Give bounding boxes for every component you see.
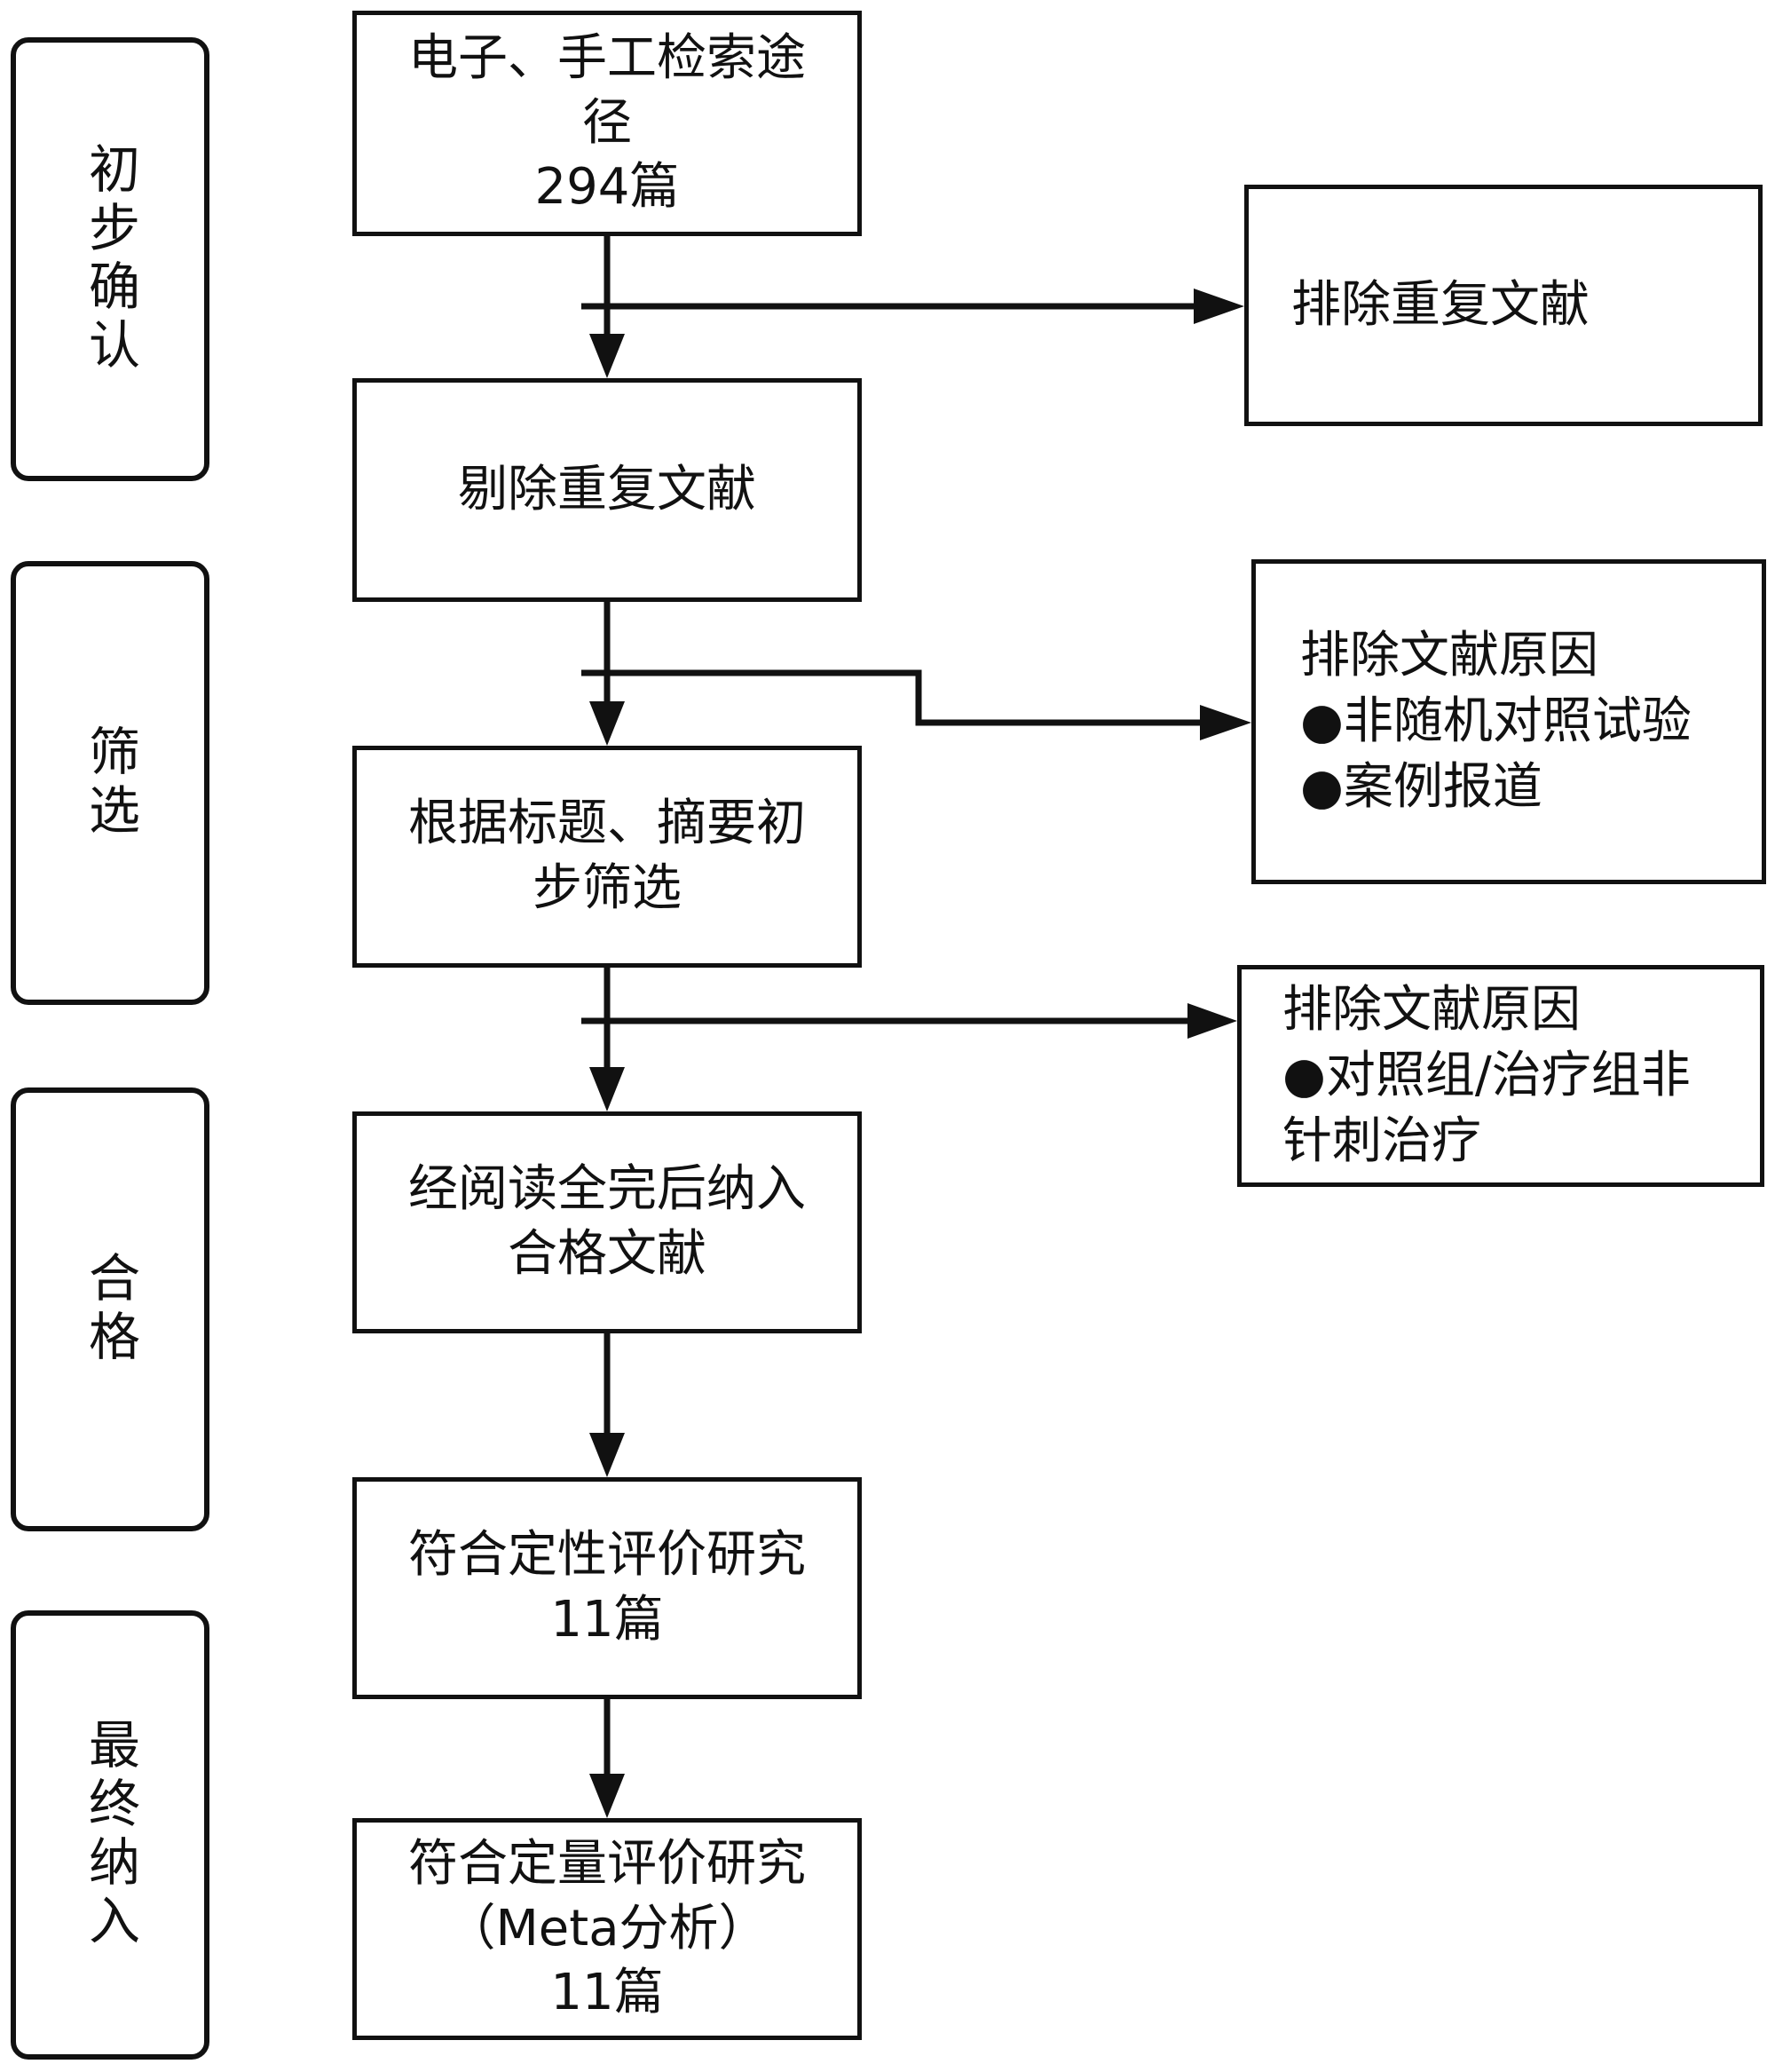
box-excluded-fulltext-reasons: 排除文献原因 ●对照组/治疗组非 针刺治疗 xyxy=(1237,965,1764,1187)
text-line: 11篇 xyxy=(550,1964,664,2022)
text-line: 294篇 xyxy=(534,158,680,217)
box-excluded-screening-reasons: 排除文献原因 ●非随机对照试验 ●案例报道 xyxy=(1251,559,1766,884)
text-line: 排除文献原因 xyxy=(1282,981,1581,1040)
text-line: 电子、手工检索途 xyxy=(408,28,806,87)
text-line: 合格文献 xyxy=(508,1225,706,1283)
text-line: ●对照组/治疗组非 xyxy=(1282,1047,1691,1105)
arrowhead-b6 xyxy=(589,1774,625,1818)
text-line: 经阅读全完后纳入 xyxy=(408,1160,806,1219)
text-line: 根据标题、摘要初 xyxy=(408,795,806,853)
box-full-text-eligible: 经阅读全完后纳入 合格文献 xyxy=(352,1111,862,1333)
arrowhead-e1 xyxy=(1194,289,1244,324)
stage-final-included: 最终纳入 xyxy=(11,1610,209,2060)
text-line: 步筛选 xyxy=(532,859,682,917)
text-line: 符合定量评价研究 xyxy=(408,1834,806,1893)
text-line: 径 xyxy=(582,93,632,152)
box-remove-duplicates: 剔除重复文献 xyxy=(352,378,862,602)
stage-label-eligible: 合格 xyxy=(80,1251,140,1368)
text-line: （Meta分析） xyxy=(446,1899,769,1957)
branch-to-e2 xyxy=(581,669,1211,726)
box-quantitative-meta-analysis: 符合定量评价研究 （Meta分析） 11篇 xyxy=(352,1818,862,2040)
arrowhead-b2 xyxy=(589,334,625,378)
box-search-records: 电子、手工检索途 径 294篇 xyxy=(352,11,862,236)
text-line: 排除文献原因 xyxy=(1300,627,1598,685)
stage-initial-confirm: 初步确认 xyxy=(11,37,209,481)
text-line: 针刺治疗 xyxy=(1282,1111,1481,1170)
stage-label-screening: 筛选 xyxy=(80,724,140,842)
stage-label-initial: 初步确认 xyxy=(80,142,140,376)
text-line: ●案例报道 xyxy=(1300,757,1542,816)
text-line: 排除重复文献 xyxy=(1291,276,1590,335)
stage-screening: 筛选 xyxy=(11,561,209,1005)
arrowhead-e2 xyxy=(1200,705,1251,740)
box-qualitative-synthesis: 符合定性评价研究 11篇 xyxy=(352,1477,862,1699)
box-excluded-duplicates: 排除重复文献 xyxy=(1244,185,1763,426)
arrowhead-b5 xyxy=(589,1433,625,1477)
box-title-abstract-screening: 根据标题、摘要初 步筛选 xyxy=(352,746,862,968)
text-line: 剔除重复文献 xyxy=(458,460,756,518)
arrowhead-b4 xyxy=(589,1067,625,1111)
text-line: 符合定性评价研究 xyxy=(408,1526,806,1585)
stage-eligible: 合格 xyxy=(11,1087,209,1531)
text-line: ●非随机对照试验 xyxy=(1300,692,1692,751)
arrowhead-e3 xyxy=(1187,1003,1237,1039)
text-line: 11篇 xyxy=(550,1591,664,1649)
stage-label-included: 最终纳入 xyxy=(80,1718,140,1952)
arrowhead-b3 xyxy=(589,701,625,746)
